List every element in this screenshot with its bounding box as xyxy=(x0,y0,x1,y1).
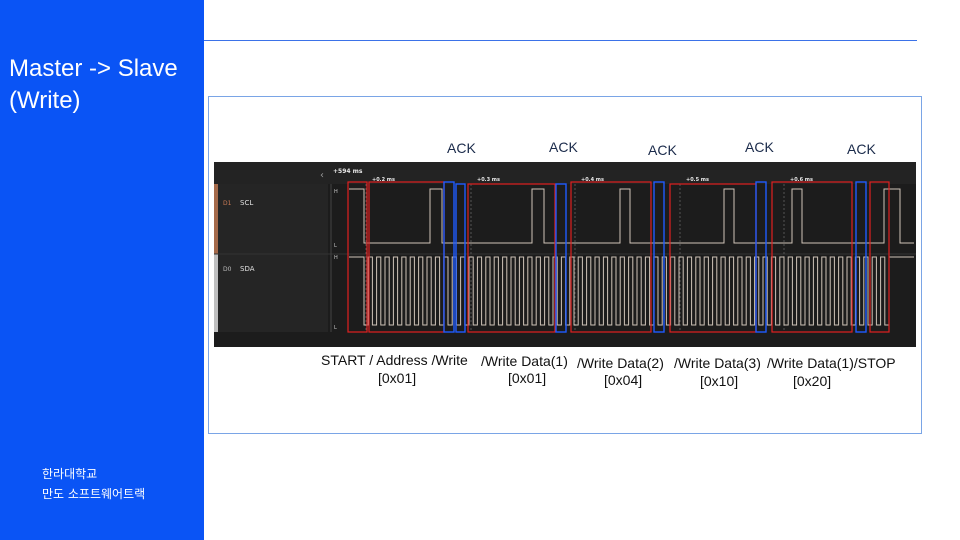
scl-waveform xyxy=(349,188,914,244)
channel-id: D1 xyxy=(223,200,232,207)
segment-label: START / Address /Write xyxy=(321,352,468,368)
time-marker-label: +0.6 ms xyxy=(790,177,813,183)
frame-box xyxy=(771,181,853,333)
ack-box xyxy=(755,181,767,333)
time-marker-label: +0.4 ms xyxy=(581,177,604,183)
ack-label: ACK xyxy=(549,139,578,155)
ack-label: ACK xyxy=(648,142,677,158)
channel-id: D0 xyxy=(223,266,232,273)
ack-box xyxy=(455,183,466,333)
segment-label: /Write Data(3) xyxy=(674,355,761,371)
low-level-mark: L xyxy=(334,243,337,249)
timestamp-label: +594 ms xyxy=(333,168,363,175)
high-level-mark: H xyxy=(334,255,338,261)
time-marker-label: +0.2 ms xyxy=(372,177,395,183)
top-divider xyxy=(204,40,917,41)
frame-box xyxy=(347,181,368,333)
ack-box xyxy=(443,181,455,333)
annotation-boxes xyxy=(347,181,890,333)
segment-label: /Write Data(2) xyxy=(577,355,664,371)
waveform-svg: ‹ +594 ms +0.2 ms +0.3 ms +0.4 ms +0.5 ms +0… xyxy=(214,162,916,347)
segment-value: [0x20] xyxy=(793,373,832,389)
frame-box xyxy=(570,181,652,333)
channel-name: SDA xyxy=(240,265,255,273)
segment-label: /Write Data(1)/STOP xyxy=(767,355,896,371)
footer-line1: 한라대학교 xyxy=(42,467,98,481)
segment-value: [0x01] xyxy=(508,370,547,386)
segment-value: [0x10] xyxy=(700,373,739,389)
slide-title: Master -> Slave (Write) xyxy=(9,53,178,117)
low-level-mark: L xyxy=(334,325,337,331)
segment-value: [0x04] xyxy=(604,372,643,388)
channel-name: SCL xyxy=(240,199,253,207)
footer-line2: 만도 소프트웨어트랙 xyxy=(42,487,146,501)
ack-box xyxy=(855,181,867,333)
frame-box xyxy=(467,183,556,333)
slide-title-line2: (Write) xyxy=(9,87,81,114)
high-level-mark: H xyxy=(334,189,338,195)
ack-label: ACK xyxy=(745,139,774,155)
ack-box xyxy=(653,181,665,333)
sidebar: Master -> Slave (Write) 한라대학교 만도 소프트웨어트랙 xyxy=(0,0,204,540)
logic-analyzer-capture: ‹ +594 ms +0.2 ms +0.3 ms +0.4 ms +0.5 ms +0… xyxy=(214,162,916,347)
footer: 한라대학교 만도 소프트웨어트랙 xyxy=(42,464,145,504)
segment-label: /Write Data(1) xyxy=(481,353,568,369)
sda-waveform xyxy=(349,256,914,326)
segment-value: [0x01] xyxy=(378,370,417,386)
frame-box xyxy=(869,181,890,333)
chevron-left-icon[interactable]: ‹ xyxy=(320,170,324,181)
time-marker-label: +0.5 ms xyxy=(686,177,709,183)
ack-label: ACK xyxy=(847,141,876,157)
ack-label: ACK xyxy=(447,140,476,156)
time-marker-label: +0.3 ms xyxy=(477,177,500,183)
ack-box xyxy=(555,183,567,333)
slide-title-line1: Master -> Slave xyxy=(9,55,178,82)
